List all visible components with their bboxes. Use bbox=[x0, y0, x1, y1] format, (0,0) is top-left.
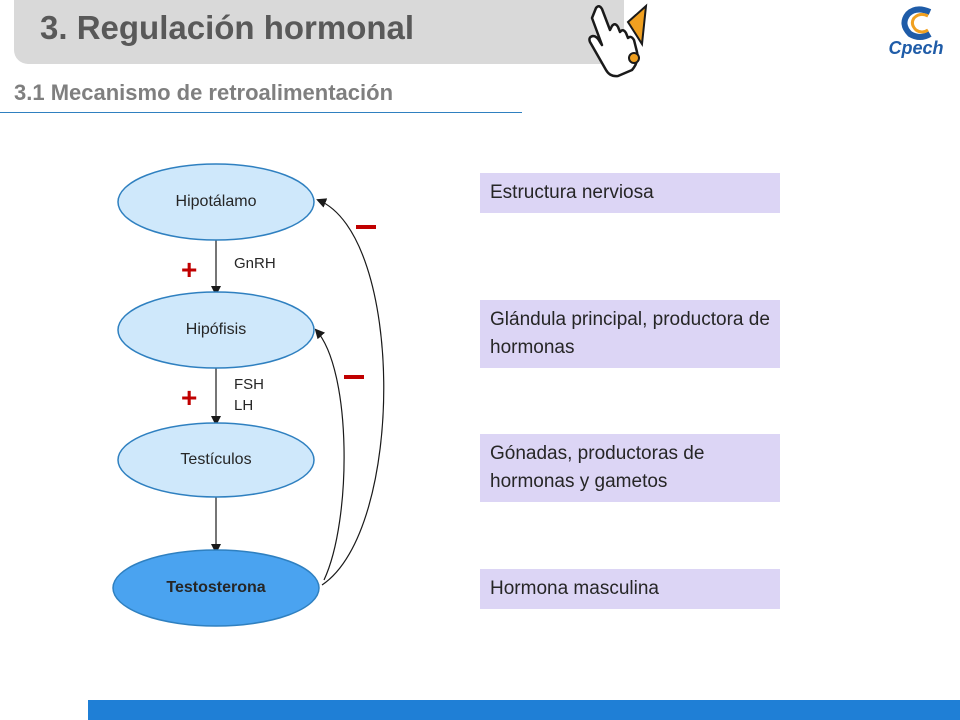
signal-label-fsh-lh: FSH LH bbox=[234, 376, 264, 414]
page-title: 3. Regulación hormonal bbox=[40, 9, 415, 46]
positive-sign-gnrh: + bbox=[181, 254, 198, 285]
node-testosterona bbox=[112, 549, 320, 627]
title-bar bbox=[14, 0, 624, 64]
node-label-hipotalamo: Hipotálamo bbox=[175, 193, 257, 210]
node-hipofisis bbox=[117, 291, 315, 369]
node-testiculos bbox=[117, 422, 315, 498]
signal-label-gnrh: GnRH bbox=[234, 255, 276, 272]
node-label-hipofisis: Hipófisis bbox=[185, 321, 247, 338]
negative-sign-hipotalamo bbox=[356, 225, 376, 229]
page-subtitle: 3.1 Mecanismo de retroalimentación bbox=[14, 80, 394, 105]
logo-mark-icon bbox=[901, 6, 932, 40]
description-hipofisis: Glándula principal, productora de hormon… bbox=[480, 300, 780, 368]
feedback-arrow-hipofisis bbox=[314, 328, 345, 581]
description-testosterona: Hormona masculina bbox=[480, 569, 780, 609]
logo-text: Cpech bbox=[888, 38, 944, 58]
bottom-bar bbox=[88, 700, 960, 720]
description-hipotalamo: Estructura nerviosa bbox=[480, 173, 780, 213]
subtitle-underline bbox=[0, 112, 522, 113]
description-testiculos: Gónadas, productoras de hormonas y gamet… bbox=[480, 434, 780, 502]
cpech-logo: Cpech bbox=[880, 4, 952, 68]
positive-sign-fsh-lh: + bbox=[181, 382, 198, 413]
node-label-testiculos: Testículos bbox=[180, 451, 252, 468]
pointing-hand-icon bbox=[588, 3, 648, 78]
negative-sign-hipofisis bbox=[344, 375, 364, 379]
feedback-arrow-hipotalamo bbox=[316, 198, 385, 586]
node-label-testosterona: Testosterona bbox=[166, 579, 266, 596]
node-hipotalamo bbox=[117, 163, 315, 241]
